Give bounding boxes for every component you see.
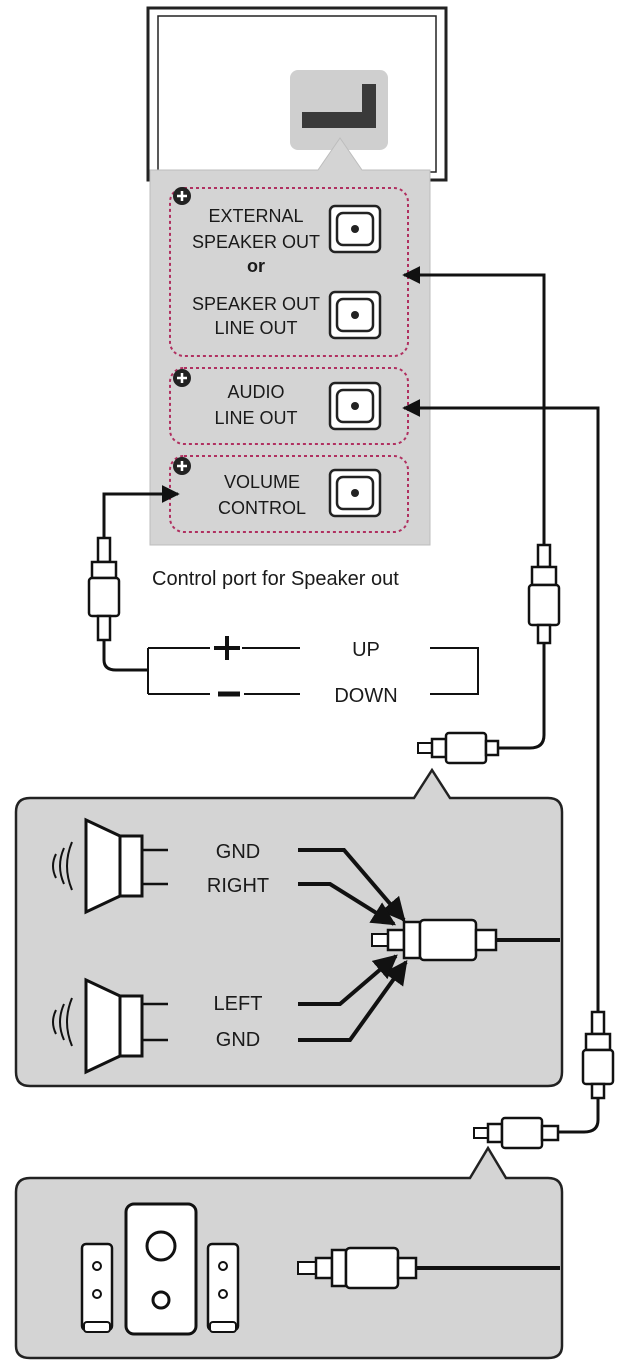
- audio-label-2: LINE OUT: [214, 408, 297, 428]
- volume-control-jack-icon: [328, 468, 382, 518]
- external-speaker-label-2: SPEAKER OUT: [192, 232, 320, 252]
- audio-line-out-plug-vertical-icon: [581, 1010, 615, 1100]
- volume-down-label: DOWN: [334, 685, 397, 707]
- audio-label-1: AUDIO: [227, 382, 284, 402]
- panel-caption: Control port for Speaker out: [152, 568, 399, 590]
- plus-sign-icon: [214, 636, 240, 660]
- gnd-bottom-label: GND: [216, 1029, 260, 1051]
- left-label: LEFT: [214, 993, 263, 1015]
- or-label: or: [247, 256, 265, 276]
- port-group-volume-control: VOLUME CONTROL: [169, 455, 409, 533]
- volume-label-2: CONTROL: [218, 498, 306, 518]
- audio-line-out-cable: [402, 399, 600, 1134]
- speaker-out-plug-horizontal-icon: [417, 731, 500, 765]
- volume-label-1: VOLUME: [224, 472, 300, 492]
- speaker-out-label-2: LINE OUT: [214, 318, 297, 338]
- volume-up-label: UP: [352, 639, 380, 661]
- speaker-out-label-1: SPEAKER OUT: [192, 294, 320, 314]
- speaker-line-out-jack-icon: [328, 290, 382, 340]
- sound-waves-icon: [52, 841, 73, 891]
- speaker-panel-plug-icon: [371, 918, 560, 962]
- volume-control-plug-icon: [87, 536, 121, 642]
- external-speaker-jack-icon: [328, 204, 382, 254]
- volume-control-cable: [102, 485, 180, 672]
- speaker-system-plug-icon: [297, 1246, 560, 1290]
- audio-line-out-jack-icon: [328, 381, 382, 431]
- speaker-out-cable: [402, 266, 546, 750]
- speaker-left-icon: [84, 977, 168, 1075]
- sound-waves-icon: [52, 997, 73, 1047]
- volume-switch: [147, 647, 479, 695]
- speaker-wires: [298, 848, 408, 1042]
- satellite-speaker-left-icon: [80, 1242, 114, 1333]
- speaker-out-plug-vertical-icon: [527, 543, 561, 645]
- port-group-audio-line-out: AUDIO LINE OUT: [169, 367, 409, 445]
- satellite-speaker-right-icon: [206, 1242, 240, 1333]
- device-port-icon: [290, 70, 388, 150]
- audio-line-out-plug-horizontal-icon: [473, 1116, 560, 1150]
- gnd-top-label: GND: [216, 841, 260, 863]
- speaker-right-icon: [84, 817, 168, 915]
- subwoofer-icon: [124, 1202, 198, 1336]
- external-speaker-label-1: EXTERNAL: [208, 206, 303, 226]
- right-label: RIGHT: [207, 875, 269, 897]
